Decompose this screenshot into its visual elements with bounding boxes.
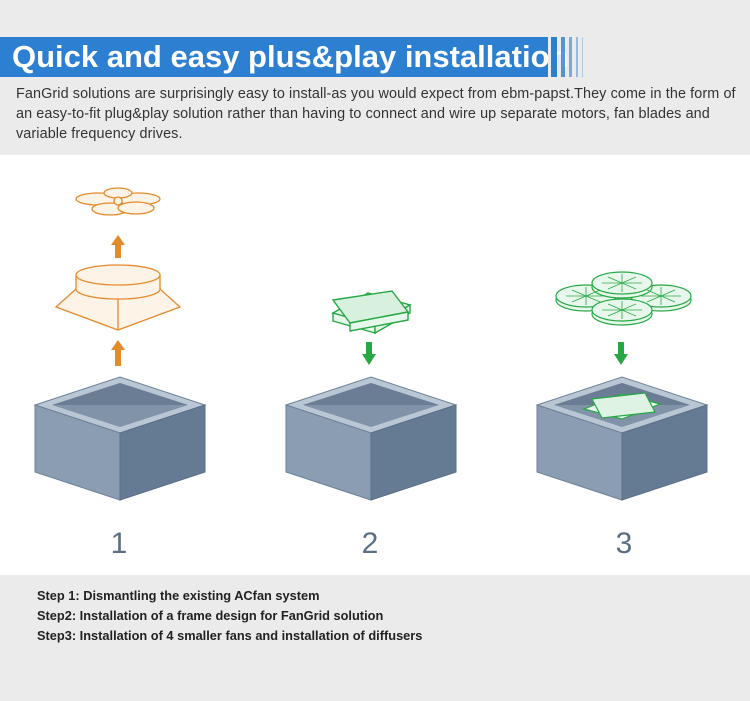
step-number-3: 3 xyxy=(615,527,633,560)
step-number-2: 2 xyxy=(361,527,379,560)
fan-blades-orange xyxy=(75,187,161,216)
frame-cross-green xyxy=(331,290,412,335)
duct-box-1 xyxy=(33,376,207,501)
duct-box-2 xyxy=(284,376,458,501)
arrow-down-icon xyxy=(614,342,628,365)
step-number-1: 1 xyxy=(110,527,128,560)
intro-paragraph: FanGrid solutions are surprisingly easy … xyxy=(16,86,736,142)
step-description-2: Step2: Installation of a frame design fo… xyxy=(37,608,384,623)
installed-frame-cross xyxy=(582,392,662,420)
arrow-up-icon xyxy=(111,340,125,366)
step-description-3: Step3: Installation of 4 smaller fans an… xyxy=(37,628,423,643)
arrow-down-icon xyxy=(362,342,376,365)
duct-box-3 xyxy=(535,376,709,501)
four-fans-green xyxy=(555,271,692,326)
steps-band xyxy=(0,575,750,701)
fan-motor-orange xyxy=(54,264,182,331)
title-stripes-decoration xyxy=(551,37,591,77)
intro-band xyxy=(0,0,750,155)
installation-illustration xyxy=(33,187,709,501)
arrow-up-icon xyxy=(111,235,125,258)
page-title: Quick and easy plus&play installation xyxy=(0,37,568,77)
step-description-1: Step 1: Dismantling the existing ACfan s… xyxy=(37,588,320,603)
